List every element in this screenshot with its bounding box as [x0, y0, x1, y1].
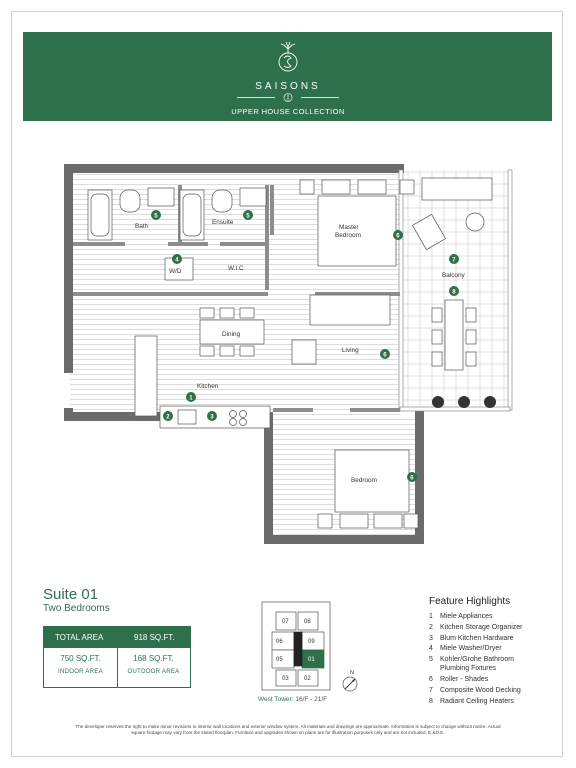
marker-2: 2 — [163, 411, 173, 421]
marker-6-bedroom: 6 — [407, 472, 417, 482]
leaf-ornament-icon — [283, 93, 293, 102]
unit-06: 06 — [276, 639, 283, 645]
room-label-balcony: Balcony — [442, 272, 466, 279]
indoor-area-label: INDOOR AREA — [58, 669, 103, 675]
marker-6-master: 6 — [393, 230, 403, 240]
total-area-label: TOTAL AREA — [55, 633, 104, 642]
svg-text:5: 5 — [246, 213, 250, 219]
area-table-header: TOTAL AREA 918 SQ.FT. — [44, 627, 190, 648]
master-bed — [299, 179, 415, 267]
room-label-master-1: Master — [339, 224, 359, 231]
floor-plan: Bath Ensuite Master Bedroom W/D W.I.C Ba… — [64, 164, 513, 544]
brand-name: SAISONS — [255, 81, 321, 92]
marker-7: 7 — [449, 254, 459, 264]
marker-4: 4 — [172, 254, 182, 264]
brand-divider-left — [237, 97, 275, 98]
room-label-master-2: Bedroom — [335, 232, 361, 239]
tower-floors: 16/F - 21/F — [295, 696, 328, 703]
living-dining-furniture — [134, 294, 391, 417]
svg-text:7: 7 — [452, 257, 456, 263]
windows — [398, 169, 513, 412]
svg-text:8: 8 — [452, 289, 456, 295]
svg-text:6: 6 — [396, 233, 400, 239]
svg-text:4: 4 — [175, 257, 179, 263]
marker-3: 3 — [207, 411, 217, 421]
indoor-area-value: 750 SQ.FT. — [60, 654, 101, 663]
feature-markers: 1 2 3 4 5 5 6 6 6 7 8 — [151, 210, 459, 482]
outdoor-area-cell: 168 SQ.FT. OUTDOOR AREA — [117, 648, 190, 688]
unit-05: 05 — [276, 657, 283, 663]
outdoor-area-value: 168 SQ.FT. — [133, 654, 174, 663]
room-label-living: Living — [342, 347, 359, 354]
unit-02: 02 — [304, 676, 311, 682]
ss-monogram-tree-icon — [278, 41, 298, 72]
suite-subtitle: Two Bedrooms — [43, 603, 110, 614]
unit-07: 07 — [282, 619, 289, 625]
marker-6-living: 6 — [380, 349, 390, 359]
room-label-wd: W/D — [169, 268, 182, 275]
svg-text:6: 6 — [383, 352, 387, 358]
bedroom-bed — [317, 449, 419, 529]
plant-icons — [432, 396, 496, 408]
balcony-furniture — [411, 177, 493, 371]
room-label-dining: Dining — [222, 331, 241, 338]
north-label: N — [350, 670, 354, 676]
marker-8: 8 — [449, 286, 459, 296]
room-label-kitchen: Kitchen — [197, 383, 219, 390]
marker-5-ensuite: 5 — [243, 210, 253, 220]
svg-text:6: 6 — [410, 475, 414, 481]
area-table: TOTAL AREA 918 SQ.FT. 750 SQ.FT. INDOOR … — [43, 626, 191, 688]
brand-divider-right — [301, 97, 339, 98]
marker-5-bath: 5 — [151, 210, 161, 220]
page-frame — [11, 11, 563, 757]
indoor-area-cell: 750 SQ.FT. INDOOR AREA — [44, 648, 117, 688]
room-label-ensuite: Ensuite — [212, 219, 234, 226]
svg-text:5: 5 — [154, 213, 158, 219]
outdoor-area-label: OUTDOOR AREA — [127, 669, 180, 675]
svg-text:3: 3 — [210, 414, 214, 420]
tower-label: West Tower: 16/F - 21/F — [258, 696, 327, 703]
unit-03: 03 — [282, 676, 289, 682]
svg-text:2: 2 — [166, 414, 170, 420]
suite-title: Suite 01 — [43, 586, 99, 603]
area-table-divider — [117, 648, 118, 688]
total-area-value: 918 SQ.FT. — [134, 633, 175, 642]
unit-09: 09 — [308, 639, 315, 645]
key-plan: 07 08 06 09 05 01 03 02 N — [261, 601, 358, 692]
marker-1: 1 — [186, 392, 196, 402]
room-label-wic: W.I.C — [228, 265, 244, 272]
svg-text:1: 1 — [189, 395, 193, 401]
bath-fixtures — [87, 187, 267, 281]
unit-08: 08 — [304, 619, 311, 625]
tower-name: West Tower: — [258, 696, 294, 703]
disclaimer: The developer reserves the right to make… — [75, 724, 501, 735]
features-title: Feature Highlights — [429, 596, 511, 607]
room-label-bath: Bath — [135, 223, 149, 230]
north-arrow-icon: N — [342, 670, 358, 692]
room-label-bedroom: Bedroom — [351, 477, 377, 484]
collection-name: UPPER HOUSE COLLECTION — [231, 107, 345, 116]
unit-01: 01 — [308, 657, 315, 663]
